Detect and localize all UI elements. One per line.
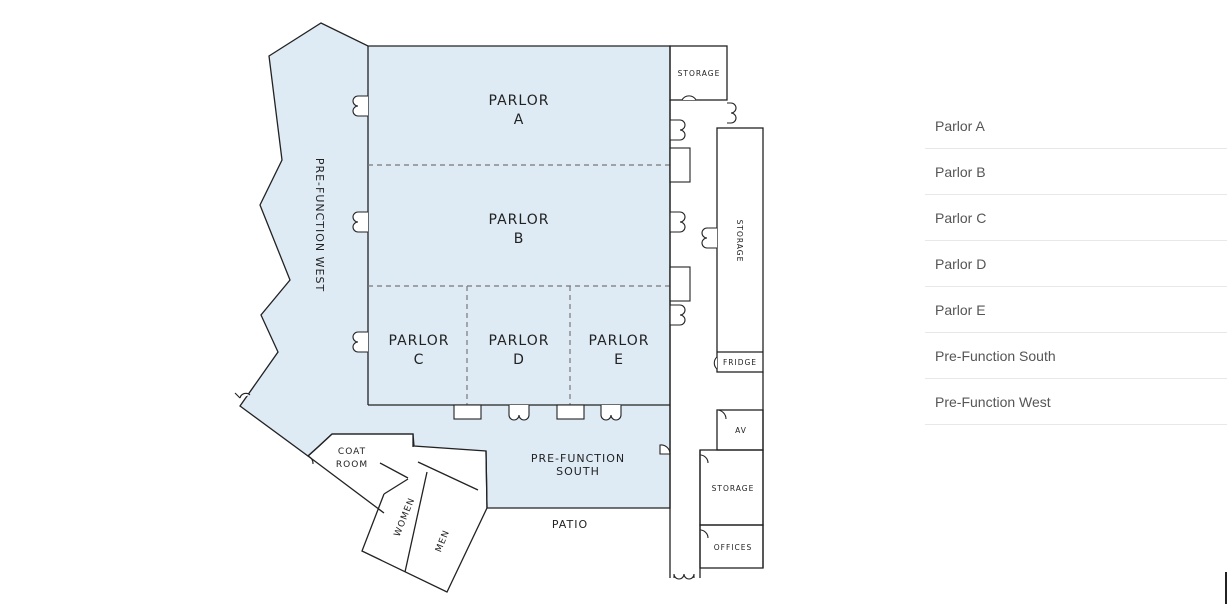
men-label: MEN [434,529,452,554]
room-list-item-parlor-d[interactable]: Parlor D [925,241,1227,287]
scrollbar[interactable] [1225,572,1227,604]
storage-top-label: STORAGE [678,69,721,78]
parlor-a-letter: A [514,112,525,128]
parlor-c-label: PARLOR [389,333,450,349]
restrooms-coatroom [307,433,488,593]
parlor-b-letter: B [514,231,525,247]
prefunction-west-label: PRE-FUNCTION WEST [313,158,326,292]
room-list-item-parlor-c[interactable]: Parlor C [925,195,1227,241]
parlor-d-letter: D [513,352,525,368]
patio-label: PATIO [552,518,588,531]
door-icons [234,95,691,455]
room-list-item-prefunction-west[interactable]: Pre-Function West [925,379,1227,425]
room-list-item-parlor-b[interactable]: Parlor B [925,149,1227,195]
prefunction-south-label: PRE-FUNCTION [531,452,625,465]
storage-lower-label: STORAGE [712,484,755,493]
parlor-e-label: PARLOR [589,333,650,349]
parlor-b-label: PARLOR [489,212,550,228]
fridge-label: FRIDGE [723,358,757,367]
av-label: AV [735,426,747,435]
coat-room-label: COAT [338,447,366,457]
room-list-item-parlor-e[interactable]: Parlor E [925,287,1227,333]
parlor-d-label: PARLOR [489,333,550,349]
parlor-dividers [368,164,670,405]
room-list: Parlor A Parlor B Parlor C Parlor D Parl… [925,103,1227,425]
parlor-e-letter: E [614,352,624,368]
offices-label: OFFICES [714,543,752,552]
parlor-c-letter: C [414,352,425,368]
prefunction-south-label-2: SOUTH [556,465,600,478]
coat-room-label-2: ROOM [336,460,368,470]
room-list-item-prefunction-south[interactable]: Pre-Function South [925,333,1227,379]
back-of-house [669,45,764,580]
storage-right-label: STORAGE [735,220,744,263]
room-list-item-parlor-a[interactable]: Parlor A [925,103,1227,149]
parlor-a-label: PARLOR [489,93,550,109]
